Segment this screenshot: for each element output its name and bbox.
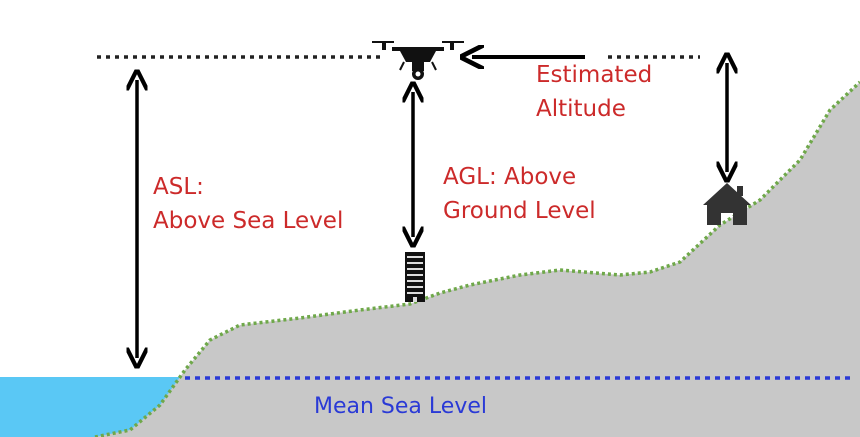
mean-sea-level-label: Mean Sea Level: [314, 394, 487, 419]
ground-terrain: [95, 82, 860, 437]
asl-label-line1: ASL:: [153, 174, 204, 200]
asl-label: ASL: Above Sea Level: [153, 170, 343, 238]
building-icon: [405, 252, 425, 302]
agl-label-line1: AGL: Above: [443, 164, 577, 190]
agl-label-line2: Ground Level: [443, 198, 596, 224]
estimated-label-line1: Estimated: [536, 62, 653, 88]
estimated-altitude-label: Estimated Altitude: [536, 58, 652, 126]
estimated-label-line2: Altitude: [536, 96, 626, 122]
house-icon: [703, 183, 751, 225]
agl-label: AGL: Above Ground Level: [443, 160, 596, 228]
asl-label-line2: Above Sea Level: [153, 208, 344, 234]
drone-icon: [372, 41, 464, 80]
